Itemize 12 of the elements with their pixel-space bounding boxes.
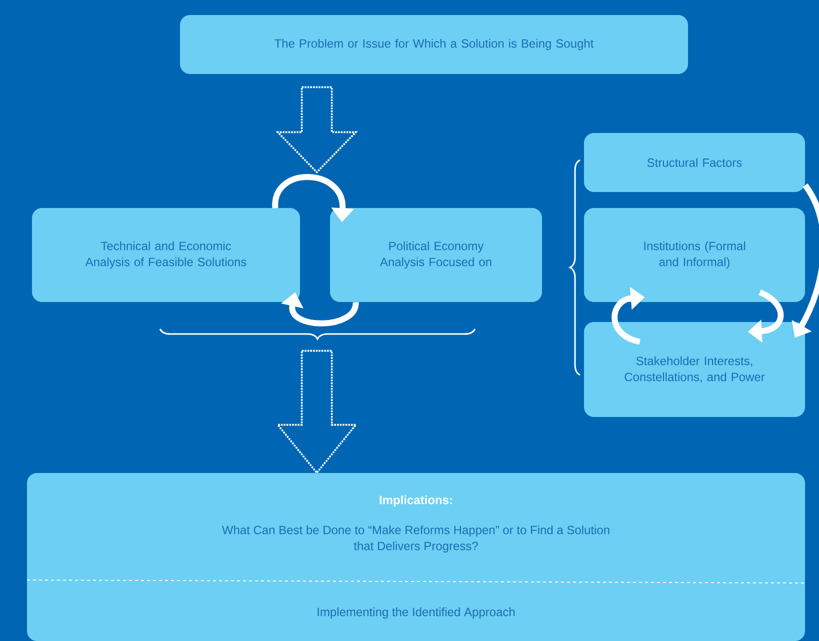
box-heading: Implications: bbox=[380, 495, 452, 507]
process-box: Political Economy Analysis Focused on bbox=[330, 208, 542, 302]
process-box: Stakeholder Interests, Constellations, and Power bbox=[584, 322, 805, 417]
hollow-arrow bbox=[276, 86, 358, 174]
brace bbox=[159, 328, 476, 340]
box-text: Implementing the Identified Approach bbox=[318, 607, 515, 619]
process-box: Institutions (Formal and Informal) bbox=[584, 208, 805, 302]
process-box: Structural Factors bbox=[584, 133, 805, 192]
process-box: Technical and Economic Analysis of Feasible Solutions bbox=[32, 208, 300, 302]
box-text: What Can Best be Done to “Make Reforms Happen” or to Find a Solution that Delivers Progress? bbox=[222, 525, 610, 553]
process-box: The Problem or Issue for Which a Solution is Being Sought bbox=[180, 15, 688, 74]
hollow-arrow bbox=[276, 350, 358, 474]
